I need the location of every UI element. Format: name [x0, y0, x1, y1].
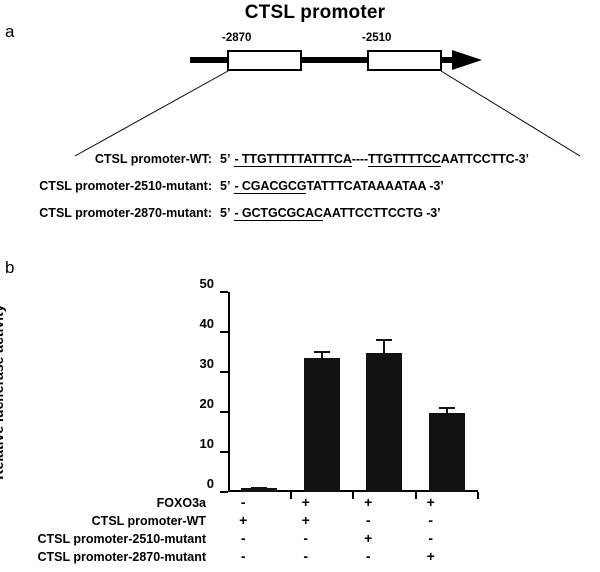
condition-row-label: FOXO3a — [156, 496, 206, 510]
sequence-prime5-2870: 5’ — [220, 206, 231, 220]
condition-plus: + — [426, 494, 435, 510]
condition-minus: - — [428, 530, 434, 546]
sequence-text-2510-mutant: - CGACGCGTATTTCATAAAATAA -3’ — [230, 179, 444, 194]
condition-plus: + — [301, 512, 310, 528]
sequence-text-2870-mutant: - GCTGCGCACAATTCCTTCCTG -3’ — [230, 206, 441, 221]
box-label-2510: -2510 — [362, 32, 392, 44]
bar — [241, 488, 278, 492]
condition-minus: - — [240, 494, 246, 510]
condition-row-label: CTSL promoter-2510-mutant — [37, 532, 206, 546]
sequence-label-2870-mutant: CTSL promoter-2870-mutant: — [39, 206, 212, 220]
condition-minus: - — [303, 548, 309, 564]
connector-line-right — [440, 70, 581, 157]
sequence-row-wt: CTSL promoter-WT: 5’ - TTGTTTTTATTTCA---… — [0, 152, 600, 179]
right-arrow-icon — [452, 50, 482, 70]
x-tick-mark — [414, 492, 417, 499]
y-tick-mark — [220, 291, 228, 293]
y-axis-title: Relative luciferase activity — [0, 304, 6, 480]
sequence-seg: AATTCCTTCCTG -3’ — [322, 206, 441, 220]
sequence-prime5-wt: 5’ — [220, 152, 231, 166]
error-bar-cap — [313, 351, 330, 354]
sequence-label-2510-mutant: CTSL promoter-2510-mutant: — [39, 179, 212, 193]
sequence-prime5-2510: 5’ — [220, 179, 231, 193]
error-bar — [383, 338, 386, 354]
condition-row: CTSL promoter-2510-mutant - - + - — [0, 530, 600, 548]
condition-row: CTSL promoter-WT + + - - — [0, 512, 600, 530]
error-bar-cap — [376, 338, 393, 341]
condition-row-label: CTSL promoter-2870-mutant — [37, 550, 206, 564]
condition-plus: + — [364, 494, 373, 510]
error-bar — [445, 406, 448, 413]
condition-row-cells: - - + - — [212, 530, 472, 548]
y-tick-label: 40 — [199, 316, 214, 331]
condition-row-cells: + + - - — [212, 512, 472, 530]
page-title: CTSL promoter — [244, 2, 386, 23]
connector-lines — [74, 70, 581, 157]
condition-row-cells: - + + + — [212, 494, 472, 512]
sequence-seg: - GCTGCGCAC — [234, 206, 323, 221]
condition-plus: + — [364, 530, 373, 546]
condition-row-cells: - - - + — [212, 548, 472, 566]
sequence-block: CTSL promoter-WT: 5’ - TTGTTTTTATTTCA---… — [0, 152, 600, 233]
sequence-seg: - TTGTTTTTATTTCA — [234, 152, 352, 167]
condition-minus: - — [365, 548, 371, 564]
bar — [303, 358, 340, 492]
condition-minus: - — [240, 548, 246, 564]
error-bar-cap — [251, 486, 268, 489]
y-tick-label: 20 — [199, 396, 214, 411]
x-axis-line — [228, 490, 478, 492]
binding-site-box-2510 — [367, 50, 442, 71]
y-tick-mark — [220, 451, 228, 453]
sequence-seg: TATTTCATAAAATAA -3’ — [306, 179, 444, 193]
condition-plus: + — [301, 494, 310, 510]
bar — [428, 412, 465, 492]
sequence-text-wt: - TTGTTTTTATTTCA----TTGTTTTCCAATTCCTTC-3… — [230, 152, 529, 167]
condition-plus: + — [239, 512, 248, 528]
y-axis-line — [228, 292, 230, 492]
sequence-seg: AATTCCTTC-3’ — [440, 152, 529, 166]
connector-line-left — [74, 70, 229, 157]
sequence-row-2510-mutant: CTSL promoter-2510-mutant: 5’ - CGACGCGT… — [0, 179, 600, 206]
gene-diagram — [190, 50, 482, 71]
y-tick-label: 10 — [199, 436, 214, 451]
y-tick-label: 0 — [206, 476, 214, 491]
condition-row-label: CTSL promoter-WT — [91, 514, 206, 528]
condition-plus: + — [426, 548, 435, 564]
x-tick-mark — [289, 492, 292, 499]
x-tick-mark — [477, 492, 479, 499]
condition-row: CTSL promoter-2870-mutant - - - + — [0, 548, 600, 566]
y-tick-mark — [220, 491, 228, 493]
error-bar-cap — [438, 406, 455, 409]
condition-minus: - — [365, 512, 371, 528]
sequence-seg: TTGTTTTCC — [368, 152, 441, 167]
condition-minus: - — [303, 530, 309, 546]
y-tick-mark — [220, 371, 228, 373]
box-label-2870: -2870 — [222, 32, 252, 44]
sequence-label-wt: CTSL promoter-WT: — [94, 152, 212, 166]
error-bar — [320, 351, 323, 359]
sequence-row-2870-mutant: CTSL promoter-2870-mutant: 5’ - GCTGCGCA… — [0, 206, 600, 233]
condition-row: FOXO3a - + + + — [0, 494, 600, 512]
y-tick-label: 30 — [199, 356, 214, 371]
bar-chart: Relative luciferase activity 0 10 20 30 40 50… — [0, 272, 600, 572]
sequence-seg: ---- — [351, 152, 369, 166]
panel-a-letter: a — [5, 22, 15, 41]
condition-minus: - — [240, 530, 246, 546]
condition-minus: - — [428, 512, 434, 528]
y-tick-mark — [220, 411, 228, 413]
panel-b-letter: b — [5, 258, 15, 277]
x-tick-mark — [352, 492, 354, 499]
y-tick-label: 50 — [199, 276, 214, 291]
binding-site-box-2870 — [227, 50, 302, 71]
sequence-seg: - CGACGCG — [234, 179, 307, 194]
bar — [366, 353, 403, 492]
y-tick-mark — [220, 331, 228, 333]
condition-table: FOXO3a-+++CTSL promoter-WT++--CTSL promo… — [0, 494, 600, 566]
